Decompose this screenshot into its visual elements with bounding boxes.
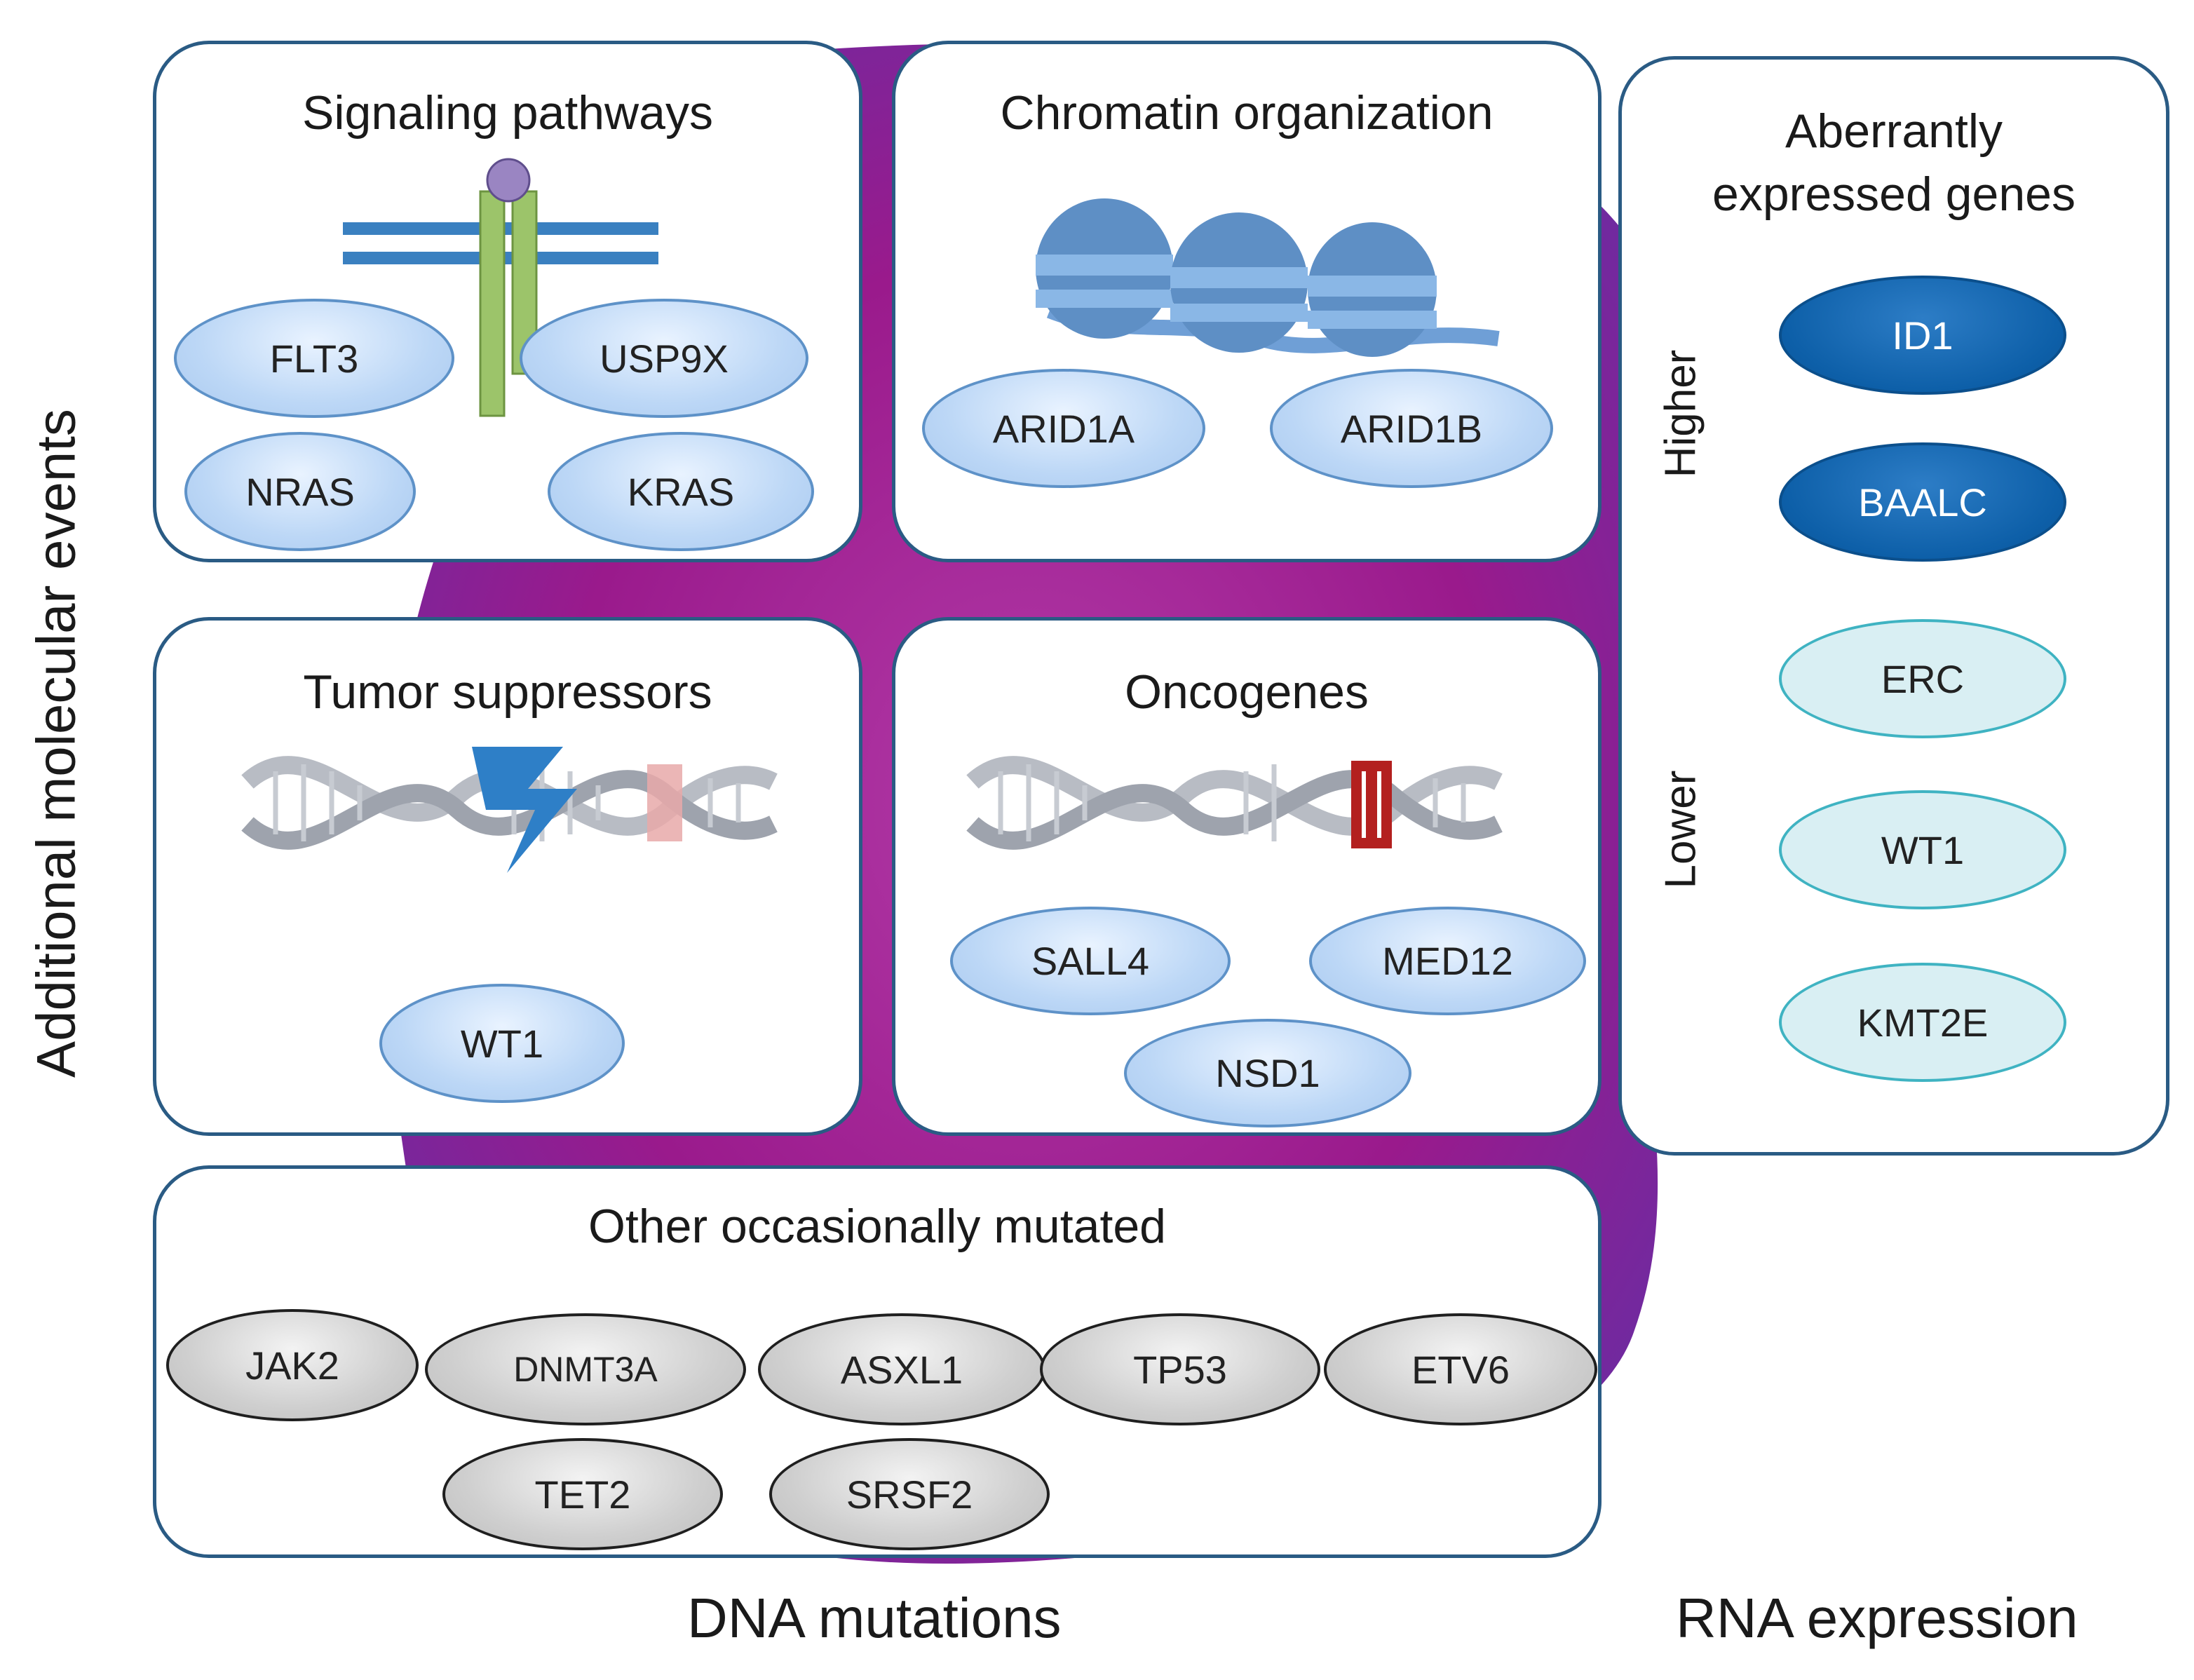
signaling-pathways-panel: Signaling pathways FLT3 USP9X NRAS KRAS bbox=[153, 41, 862, 562]
chromatin-organization-panel: Chromatin organization ARID1A ARID1B bbox=[892, 41, 1602, 562]
panel-title: Other occasionally mutated bbox=[588, 1200, 1166, 1253]
gene-oval-etv6: ETV6 bbox=[1324, 1313, 1597, 1425]
gene-oval-asxl1: ASXL1 bbox=[758, 1313, 1045, 1425]
gene-oval-usp9x: USP9X bbox=[520, 299, 808, 418]
gene-oval-wt1-lower: WT1 bbox=[1779, 790, 2066, 909]
panel-title: Chromatin organization bbox=[1000, 86, 1494, 140]
oncogenes-panel: Oncogenes SALL4 MED12 NSD1 bbox=[892, 617, 1602, 1136]
panel-title-line2: expressed genes bbox=[1712, 168, 2076, 221]
higher-label: Higher bbox=[1656, 349, 1705, 478]
gene-oval-nras: NRAS bbox=[184, 432, 416, 551]
gene-oval-erc: ERC bbox=[1779, 619, 2066, 738]
gene-oval-nsd1: NSD1 bbox=[1124, 1019, 1411, 1127]
receptor-icon bbox=[343, 158, 658, 417]
panel-title: Oncogenes bbox=[1125, 665, 1369, 719]
gene-oval-tet2: TET2 bbox=[442, 1438, 723, 1550]
panel-title: Tumor suppressors bbox=[303, 665, 712, 719]
panel-title-line1: Aberrantly bbox=[1785, 104, 2003, 158]
gene-oval-flt3: FLT3 bbox=[174, 299, 454, 418]
gene-oval-wt1: WT1 bbox=[379, 984, 625, 1103]
chromatin-icon bbox=[1036, 198, 1500, 357]
gene-oval-srsf2: SRSF2 bbox=[769, 1438, 1050, 1550]
gene-oval-tp53: TP53 bbox=[1040, 1313, 1320, 1425]
gene-oval-kras: KRAS bbox=[548, 432, 814, 551]
dna-mutation-icon bbox=[966, 756, 1503, 850]
gene-oval-kmt2e: KMT2E bbox=[1779, 963, 2066, 1082]
gene-oval-jak2: JAK2 bbox=[166, 1309, 419, 1421]
gene-oval-arid1b: ARID1B bbox=[1270, 369, 1553, 488]
panel-title: Signaling pathways bbox=[302, 86, 713, 140]
other-mutated-panel: Other occasionally mutated JAK2 DNMT3A A… bbox=[153, 1165, 1602, 1558]
tumor-suppressors-panel: Tumor suppressors WT1 bbox=[153, 617, 862, 1136]
left-axis-label: Additional molecular events bbox=[25, 409, 87, 1078]
lower-label: Lower bbox=[1656, 770, 1705, 889]
gene-oval-arid1a: ARID1A bbox=[922, 369, 1205, 488]
aberrantly-expressed-panel: Aberrantly expressed genes Higher Lower … bbox=[1618, 56, 2169, 1156]
dna-mutations-label: DNA mutations bbox=[687, 1587, 1062, 1649]
dna-damage-icon bbox=[241, 747, 778, 873]
gene-oval-med12: MED12 bbox=[1309, 907, 1586, 1015]
gene-oval-dnmt3a: DNMT3A bbox=[425, 1313, 746, 1425]
gene-oval-baalc: BAALC bbox=[1779, 442, 2066, 562]
rna-expression-label: RNA expression bbox=[1676, 1587, 2078, 1649]
gene-oval-sall4: SALL4 bbox=[950, 907, 1231, 1015]
gene-oval-id1: ID1 bbox=[1779, 276, 2066, 395]
